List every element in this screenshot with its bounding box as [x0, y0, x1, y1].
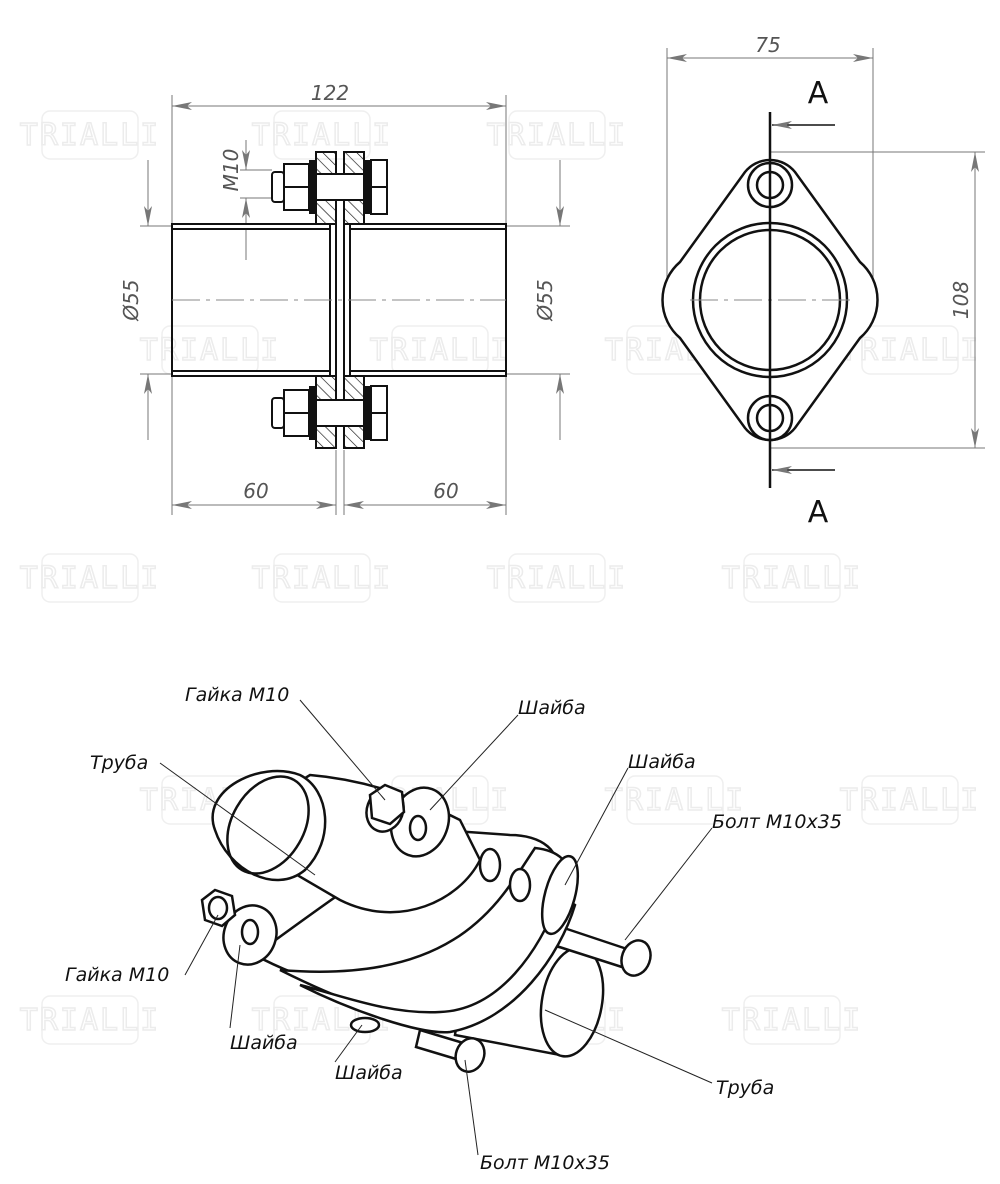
label-bolt-bottom: Болт М10х35 [480, 1152, 610, 1174]
watermark-frame [861, 775, 959, 825]
watermark-frame [41, 553, 139, 603]
watermark-text: TRIALLI [252, 118, 392, 153]
dim-left-length-text: 60 [243, 479, 268, 503]
bottom-bolt-assembly [271, 375, 388, 449]
dim-height-text: 108 [949, 281, 973, 319]
watermark-frame [508, 553, 606, 603]
label-nut-bottom: Гайка М10 [65, 964, 169, 986]
watermark-frame [743, 553, 841, 603]
label-bolt-right: Болт М10х35 [712, 811, 842, 833]
watermark-frame [626, 775, 724, 825]
label-washer-top: Шайба [518, 697, 586, 719]
label-washer-bottom: Шайба [335, 1062, 403, 1084]
section-label-top: A [808, 76, 829, 111]
watermark-frame [508, 110, 606, 160]
watermark-text: TRIALLI [840, 333, 980, 368]
dim-overall-length-text: 122 [311, 81, 349, 105]
isometric-view: Гайка М10 Шайба Труба Шайба Болт М10х35 … [65, 684, 842, 1174]
watermark-text: TRIALLI [487, 118, 627, 153]
dim-bolt-size-text: M10 [219, 149, 243, 192]
section-label-bottom: A [808, 495, 829, 530]
label-washer-right: Шайба [628, 751, 696, 773]
watermark-text: TRIALLI [20, 1003, 160, 1038]
dim-width-text: 75 [755, 33, 780, 57]
watermark-text: TRIALLI [487, 561, 627, 596]
leader-lines [159, 699, 713, 1156]
watermark-text: TRIALLI [722, 561, 862, 596]
watermark-text: TRIALLI [722, 1003, 862, 1038]
watermark-text: TRIALLI [605, 783, 745, 818]
watermark-frame [861, 325, 959, 375]
watermark-frame [41, 110, 139, 160]
watermarks: TRIALLI TRIALLI TRIALLI TRIALLI TRIALLI TRIAL… [19, 110, 980, 1045]
top-bolt-assembly [271, 151, 388, 225]
watermark-frame [41, 995, 139, 1045]
watermark-text: TRIALLI [370, 333, 510, 368]
watermark-text: TRIALLI [20, 118, 160, 153]
dim-left-diameter-text: Ø55 [119, 279, 143, 321]
watermark-frame [273, 553, 371, 603]
label-nut-top: Гайка М10 [185, 684, 289, 706]
watermark-text: TRIALLI [252, 561, 392, 596]
part-labels: Гайка М10 Шайба Труба Шайба Болт М10х35 … [65, 684, 842, 1174]
watermark-text: TRIALLI [840, 783, 980, 818]
front-view: 75 108 A A [661, 33, 985, 530]
side-view: 122 Ø55 Ø55 M10 60 60 [119, 81, 570, 515]
watermark-frame [743, 995, 841, 1045]
watermark-text: TRIALLI [20, 561, 160, 596]
dim-right-length-text: 60 [433, 479, 458, 503]
watermark-text: TRIALLI [140, 333, 280, 368]
label-pipe-front: Труба [90, 752, 148, 774]
dim-right-diameter-text: Ø55 [533, 279, 557, 321]
label-pipe-rear: Труба [716, 1077, 774, 1099]
label-washer-bottom-left: Шайба [230, 1032, 298, 1054]
